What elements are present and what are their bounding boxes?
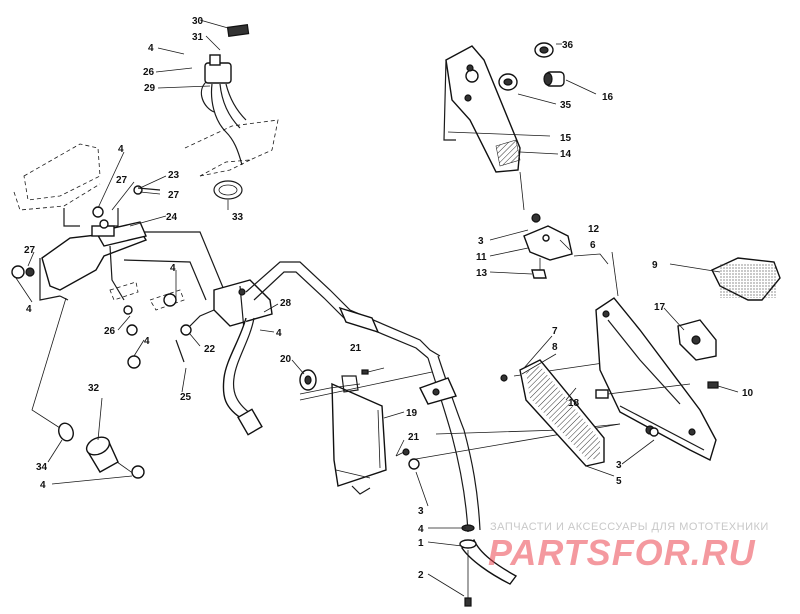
callout-30: 30 <box>192 16 204 27</box>
center-screws <box>361 367 410 457</box>
watermark-logo: PARTSFOR.RU <box>488 532 756 573</box>
callout-20: 20 <box>280 354 292 365</box>
callout-31: 31 <box>192 32 204 43</box>
callout-19: 19 <box>406 408 418 419</box>
callout-4: 4 <box>144 336 150 347</box>
steering-shaft <box>222 317 263 436</box>
callout-23: 23 <box>168 170 180 181</box>
callout-29: 29 <box>144 83 156 94</box>
small-hardware-left <box>11 185 192 369</box>
callout-3: 3 <box>478 236 484 247</box>
callout-4: 4 <box>418 524 424 535</box>
label-leaders <box>15 19 685 597</box>
upper-right-leaders <box>447 43 597 211</box>
callout-1: 1 <box>418 538 424 549</box>
cover-plate <box>669 257 781 301</box>
callout-6: 6 <box>590 240 596 251</box>
callout-21: 21 <box>350 343 362 354</box>
callout-15: 15 <box>560 133 572 144</box>
callout-13: 13 <box>476 268 488 279</box>
callout-32: 32 <box>88 383 100 394</box>
indicator-lights <box>498 42 565 91</box>
callout-2: 2 <box>418 570 424 581</box>
callout-12: 12 <box>588 224 600 235</box>
callout-4: 4 <box>26 304 32 315</box>
grommet-ring <box>213 180 243 200</box>
callout-4: 4 <box>276 328 282 339</box>
callout-28: 28 <box>280 298 292 309</box>
callout-34: 34 <box>36 462 48 473</box>
bolts-right <box>408 374 719 470</box>
dashboard-panel-outline <box>13 119 279 211</box>
callout-9: 9 <box>652 260 658 271</box>
callout-26: 26 <box>143 67 155 78</box>
lower-left-leader <box>31 297 135 475</box>
callout-27: 27 <box>116 175 128 186</box>
callout-4: 4 <box>148 43 154 54</box>
steering-post-bracket <box>189 279 273 331</box>
callout-3: 3 <box>616 460 622 471</box>
clamp-part <box>299 369 317 391</box>
bushing-parts <box>58 422 145 479</box>
ignition-switch <box>200 23 250 166</box>
callout-33: 33 <box>232 212 244 223</box>
callout-36: 36 <box>562 40 574 51</box>
callout-26: 26 <box>104 326 116 337</box>
callout-10: 10 <box>742 388 754 399</box>
callout-35: 35 <box>560 100 572 111</box>
callout-21: 21 <box>408 432 420 443</box>
center-panel <box>331 375 387 495</box>
frame-bracket-lower <box>419 377 457 405</box>
right-leaders <box>565 251 739 477</box>
callout-4: 4 <box>118 144 124 155</box>
small-bracket <box>523 213 609 279</box>
callout-3: 3 <box>418 506 424 517</box>
callout-24: 24 <box>166 212 178 223</box>
callout-25: 25 <box>180 392 192 403</box>
callout-4: 4 <box>40 480 46 491</box>
callout-18: 18 <box>568 398 580 409</box>
callout-8: 8 <box>552 342 558 353</box>
callout-5: 5 <box>616 476 622 487</box>
callout-22: 22 <box>204 344 216 355</box>
callout-16: 16 <box>602 92 614 103</box>
callout-11: 11 <box>476 252 487 263</box>
steering-bracket <box>39 221 148 301</box>
frame-foot <box>459 524 518 607</box>
side-plate <box>595 297 717 461</box>
mesh-guard <box>519 359 605 467</box>
small-tab <box>677 319 717 361</box>
callout-27: 27 <box>168 190 180 201</box>
callout-7: 7 <box>552 326 558 337</box>
upper-mount-plate <box>443 45 521 173</box>
callout-27: 27 <box>24 245 36 256</box>
watermark-tagline: ЗАПЧАСТИ И АКСЕССУАРЫ ДЛЯ МОТОТЕХНИКИ <box>490 521 769 533</box>
callout-14: 14 <box>560 149 572 160</box>
callout-4: 4 <box>170 263 176 274</box>
callout-17: 17 <box>654 302 666 313</box>
